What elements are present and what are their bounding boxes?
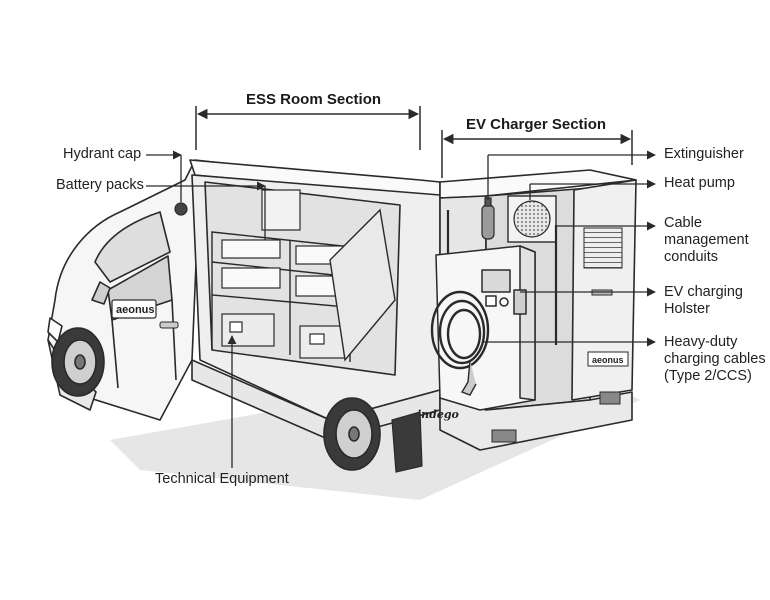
charging-cables-label: Heavy-duty charging cables (Type 2/CCS)	[664, 334, 766, 384]
door-handle	[159, 321, 179, 329]
extinguisher-label: Extinguisher	[664, 146, 744, 162]
technical-equipment-label: Technical Equipment	[155, 471, 289, 487]
hydrant-cap-icon	[174, 202, 188, 216]
side-logo: aeonus	[116, 304, 155, 316]
ev-charger-cabinet	[435, 245, 536, 411]
ev-charger-section-label: EV Charger Section	[466, 116, 607, 133]
partition-wall	[329, 208, 396, 362]
ess-dimension-bracket	[195, 106, 421, 150]
rear-logo-plate	[587, 351, 629, 367]
ev-charging-holster-label: EV charging Holster	[664, 284, 743, 317]
extinguisher-icon	[481, 197, 495, 240]
mud-flap	[391, 411, 423, 473]
leader-lines	[146, 150, 656, 468]
charging-connector-icon	[460, 359, 477, 396]
charging-cable-coil	[430, 290, 490, 370]
rear-door-vent	[583, 227, 623, 269]
front-wheel	[51, 327, 105, 397]
ess-section-label: ESS Room Section	[246, 91, 382, 108]
rear-light-left	[491, 429, 517, 443]
ess-box	[189, 159, 441, 441]
side-logo-plate	[111, 299, 157, 319]
hydrant-cap-label: Hydrant cap	[63, 146, 142, 162]
battery-packs	[221, 239, 345, 297]
rear-logo: aeonus	[592, 355, 624, 365]
rear-light-right	[599, 391, 621, 405]
rear-wheel	[323, 397, 381, 471]
ess-wall-panel	[261, 189, 301, 231]
heat-pump-fan-icon	[513, 200, 551, 238]
heat-pump-label: Heat pump	[664, 175, 735, 191]
ev-dimension-bracket	[441, 130, 633, 178]
rear-script-logo: indego	[417, 408, 459, 421]
battery-packs-label: Battery packs	[56, 177, 144, 193]
cable-management-label: Cable management conduits	[664, 215, 749, 265]
